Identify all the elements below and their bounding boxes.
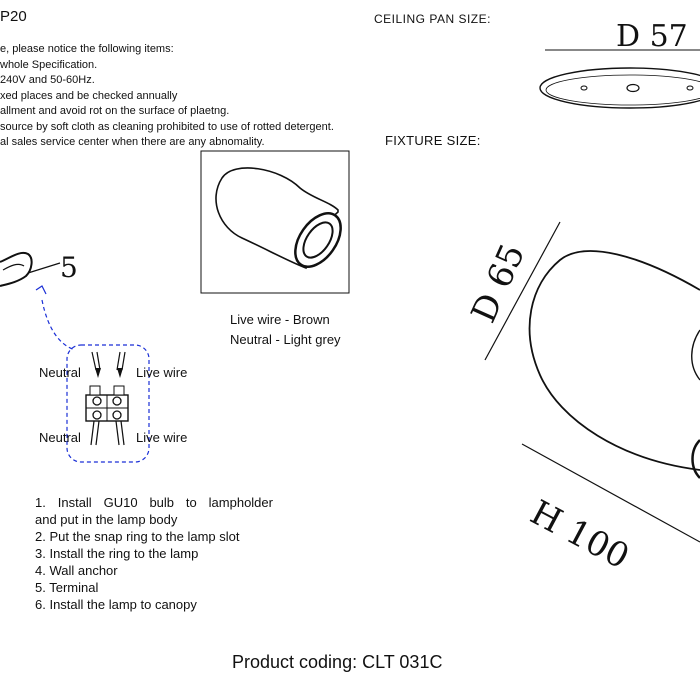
neutral-color: Neutral - Light grey — [230, 332, 341, 347]
ip-code: P20 — [0, 8, 27, 25]
wiring-frame — [66, 344, 150, 463]
neutral-label-bottom: Neutral — [39, 430, 81, 445]
step-1: 1. Install GU10 bulb to lampholder — [35, 495, 273, 510]
live-wire-color: Live wire - Brown — [230, 312, 330, 327]
note-line-2: whole Specification. — [0, 58, 98, 71]
step-4: 4. Wall anchor — [35, 563, 118, 578]
step-1-continued: and put in the lamp body — [35, 512, 178, 527]
step-3: 3. Install the ring to the lamp — [35, 546, 199, 561]
live-wire-label-top: Live wire — [136, 365, 188, 380]
note-line-1: e, please notice the following items: — [0, 43, 174, 55]
note-line-3: 240V and 50-60Hz. — [0, 74, 95, 86]
step-5: 5. Terminal — [35, 580, 99, 595]
wire-color-legend: Live wire - Brown Neutral - Light grey — [230, 310, 341, 350]
lamp-body-box — [200, 150, 350, 294]
terminal-callout — [0, 252, 76, 351]
fixture-height: H 100 — [524, 493, 636, 578]
step-2: 2. Put the snap ring to the lamp slot — [35, 529, 240, 544]
fixture-size-label: FIXTURE SIZE: — [385, 133, 481, 148]
neutral-label-top: Neutral — [39, 365, 81, 380]
product-coding: Product coding: CLT 031C — [232, 652, 443, 672]
note-line-7: al sales service center when there are a… — [0, 136, 265, 148]
fixture-drawing — [484, 221, 700, 543]
ceiling-pan-size-label: CEILING PAN SIZE: — [374, 12, 491, 26]
ceiling-pan-diameter: D 57 — [616, 19, 688, 54]
step-6: 6. Install the lamp to canopy — [35, 597, 197, 612]
live-wire-label-bottom: Live wire — [136, 430, 188, 445]
ceiling-pan-drawing — [539, 49, 700, 109]
note-line-6: source by soft cloth as cleaning prohibi… — [0, 120, 334, 133]
fixture-diameter: D 65 — [464, 238, 534, 329]
note-line-4: xed places and be checked annually — [0, 89, 178, 102]
installation-steps: 1. Install GU10 bulb to lampholder and p… — [35, 494, 273, 613]
callout-number-5: 5 — [60, 251, 78, 284]
safety-notes: e, please notice the following items: wh… — [0, 42, 334, 151]
note-line-5: allment and avoid rot on the surface of … — [0, 105, 230, 117]
